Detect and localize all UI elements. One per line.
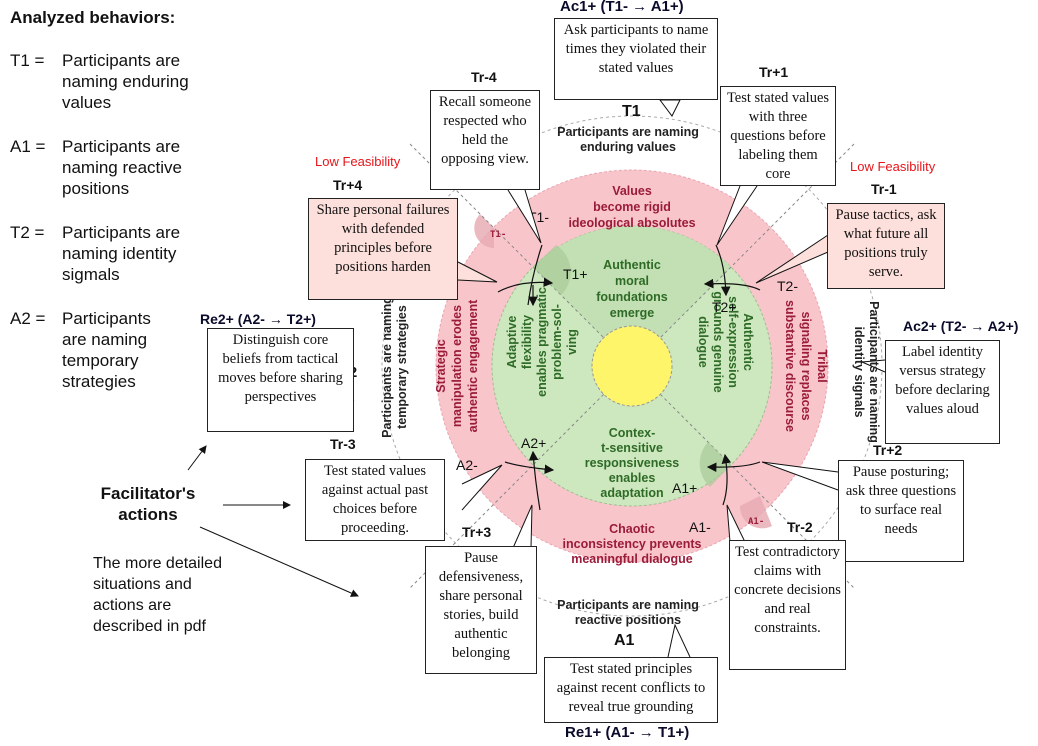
action-box-tr+1: Test stated values with three questions … [720,86,836,186]
pdf-note: The more detailed situations and actions… [93,555,222,635]
legend-item-t1: T1 = Participants are naming enduring va… [10,50,212,113]
callout-pointer [507,189,542,244]
legend-item-a2: A2 = Participants are naming temporary s… [10,308,177,392]
node-label-t2-plus: T2+ [712,299,737,315]
transition-curve-a2 [504,461,555,475]
facilitator-arrow [199,526,359,597]
action-box-ac2: Label identity versus strategy before de… [885,340,1000,444]
pole-code-t1: T1 [622,103,641,120]
node-label-a2-minus: A2- [456,457,478,473]
action-id-re2: Re2+ (A2- → T2+) [200,311,316,327]
action-box-tr-4: Recall someone respected who held the op… [430,90,540,190]
t1-plus-sector [533,245,571,295]
node-label-a1-minus: A1- [689,519,711,535]
legend-text: Participants are naming temporary strate… [62,309,151,391]
legend-key: T1 = [10,51,45,70]
transition-curve-a1 [706,461,761,473]
node-label-t2-minus: T2- [777,278,798,294]
legend-title: Analyzed behaviors: [10,8,176,27]
node-label-t1-plus: T1+ [563,266,588,282]
callout-pointer [457,261,498,283]
action-box-tr+2: Pause posturing; ask three questions to … [838,460,964,562]
ring-text-right: Tribalsignaling replacessubstantive disc… [783,300,829,432]
action-box-re2: Distinguish core beliefs from tactical m… [207,328,354,432]
core-text-right: Authenticself-expressiongrounds genuined… [696,291,755,392]
callout-pointer [512,504,533,549]
node-label-a1-plus: A1+ [672,480,697,496]
sector-label-t1-minus: T1- [490,230,506,240]
action-box-tr-3: Test stated values against actual past c… [305,459,445,541]
action-box-re1: Test stated principles against recent co… [544,657,718,723]
pole-text-a1: Participants are naming reactive positio… [557,598,699,627]
transition-curve-a2 [528,450,541,511]
transition-curve-t2 [703,278,761,291]
legend-key: A2 = [10,309,46,328]
a1-minus-sector [739,496,772,529]
action-id-tr+2: Tr+2 [873,442,903,458]
callout-pointer [659,99,681,117]
callout-pointer [761,461,839,491]
action-id-tr-3: Tr-3 [330,436,356,452]
action-box-ac1: Ask participants to name times they viol… [554,18,718,100]
action-id-tr+1: Tr+1 [759,64,789,80]
callout-pointer [755,234,829,284]
action-box-tr-2: Test contradictory claims with concrete … [729,540,846,670]
t1-minus-sector [474,214,494,248]
facilitator-actions-title: Facilitator's actions [100,484,196,524]
transition-curve-t1 [497,277,554,293]
legend-text: Participants are naming reactive positio… [62,137,183,198]
action-box-tr+4: Share personal failures with defended pr… [308,198,458,300]
action-box-tr+3: Pause defensiveness, share personal stor… [425,546,537,674]
node-label-a2-plus: A2+ [521,435,546,451]
legend-text: Participants are naming enduring values [62,51,189,112]
pole-text-a2: Participants are naming temporary strate… [380,296,409,438]
action-id-ac2: Ac2+ (T2- → A2+) [903,318,1019,334]
legend-text: Participants are naming identity sigmals [62,223,181,284]
callout-pointer [861,359,886,373]
low-feasibility-label: Low Feasibility [315,154,401,169]
callout-pointer [716,185,758,246]
facilitator-arrow [187,445,207,471]
legend-key: T2 = [10,223,45,242]
core-text-left: Adaptiveflexibilityenables pragmaticprob… [505,287,579,397]
top-green-sector [533,225,731,366]
transition-curve-a1 [721,453,732,506]
sector-label-a1-minus: A1- [748,517,764,527]
legend-item-a1: A1 = Participants are naming reactive po… [10,136,212,199]
callout-pointer [667,623,691,658]
pole-text-t2: Participants are naming identity signals [852,301,881,443]
action-id-tr+3: Tr+3 [462,524,492,540]
pole-text-t1: Participants are naming enduring values [557,125,699,154]
low-feasibility-label: Low Feasibility [850,159,936,174]
action-id-tr-1: Tr-1 [871,181,897,197]
pole-code-a1: A1 [614,632,635,649]
center-circle [591,325,673,407]
transition-curve-t2 [715,244,731,297]
action-id-tr+4: Tr+4 [333,177,363,193]
callout-pointer [726,504,746,543]
action-id-ac1: Ac1+ (T1- → A1+) [560,0,684,15]
action-id-tr-4: Tr-4 [471,69,497,85]
action-id-re1: Re1+ (A1- → T1+) [565,724,690,741]
legend-item-t2: T2 = Participants are naming identity si… [10,222,212,285]
action-box-tr-1: Pause tactics, ask what future all posit… [827,203,945,289]
legend-key: A1 = [10,137,46,156]
callout-pointer [461,464,503,511]
action-id-tr-2: Tr-2 [787,519,813,535]
